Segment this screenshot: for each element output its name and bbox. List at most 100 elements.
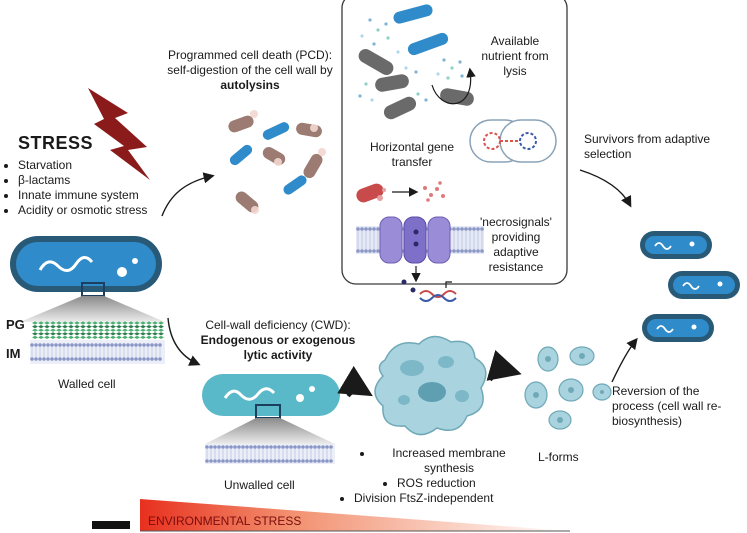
pg-unit xyxy=(128,335,134,339)
pg-unit xyxy=(116,335,122,339)
necrosignal-label: 'necrosignals' providing adaptive resist… xyxy=(480,215,552,274)
lipid-head xyxy=(364,227,368,231)
lipid-head xyxy=(464,249,468,253)
lipid-head xyxy=(229,445,233,449)
cwd-title: Cell-wall deficiency (CWD): Endogenous o… xyxy=(178,318,378,363)
lipid-head xyxy=(241,445,245,449)
arrow-to-blob xyxy=(337,365,373,398)
lipid-head xyxy=(50,343,54,347)
lipid-head xyxy=(356,227,360,231)
pg-unit xyxy=(50,335,56,339)
lforms-label: L-forms xyxy=(538,450,579,464)
pg-unit xyxy=(122,328,128,332)
lipid-head xyxy=(134,343,138,347)
pg-unit xyxy=(80,321,86,325)
pg-unit xyxy=(140,332,146,336)
pg-unit xyxy=(50,321,56,325)
pg-unit xyxy=(158,328,164,332)
lipid-head xyxy=(261,445,265,449)
pg-unit xyxy=(50,325,56,329)
pg-unit xyxy=(92,332,98,336)
pg-unit xyxy=(98,332,104,336)
pg-unit xyxy=(56,325,62,329)
pg-unit xyxy=(80,325,86,329)
pg-unit xyxy=(134,335,140,339)
pg-unit xyxy=(146,335,152,339)
lipid-head xyxy=(205,445,209,449)
lysing-bacteria xyxy=(358,4,474,120)
lipid-head xyxy=(237,445,241,449)
pg-unit xyxy=(152,335,158,339)
pg-unit xyxy=(146,325,152,329)
nutrient-dot xyxy=(450,66,454,70)
nutrient-dot xyxy=(404,66,408,70)
pg-unit xyxy=(38,325,44,329)
pg-unit xyxy=(128,332,134,336)
pg-layers xyxy=(32,321,164,339)
hgt-label: Horizontal gene transfer xyxy=(369,140,455,169)
lipid-head xyxy=(114,343,118,347)
effect-item: ROS reduction xyxy=(397,476,476,491)
lipid-head xyxy=(154,357,158,361)
lipid-head xyxy=(217,459,221,463)
lipid-head xyxy=(30,357,34,361)
pg-unit xyxy=(128,328,134,332)
pg-unit xyxy=(50,328,56,332)
nutrient-dot xyxy=(358,94,362,98)
stress-list: Starvation β-lactams Innate immune syste… xyxy=(6,158,188,218)
pg-unit xyxy=(104,332,110,336)
lipid-head xyxy=(102,357,106,361)
lipid-head xyxy=(460,227,464,231)
lipid-head xyxy=(118,357,122,361)
lipid-head xyxy=(269,459,273,463)
lipid-head xyxy=(253,459,257,463)
lipid-head xyxy=(309,445,313,449)
pg-unit xyxy=(68,335,74,339)
lipid-head xyxy=(325,459,329,463)
lipid-head xyxy=(273,459,277,463)
lipid-head xyxy=(142,357,146,361)
stress-item: Acidity or osmotic stress xyxy=(18,203,168,218)
lipid-head xyxy=(122,357,126,361)
lipid-head xyxy=(368,227,372,231)
pg-unit xyxy=(158,332,164,336)
lipid-head xyxy=(66,357,70,361)
pg-unit xyxy=(98,335,104,339)
lipid-head xyxy=(468,249,472,253)
necrosignal-cell xyxy=(356,181,445,203)
lipid-head xyxy=(90,357,94,361)
nutrient-dot xyxy=(442,58,446,62)
pg-unit xyxy=(92,328,98,332)
pg-unit xyxy=(122,332,128,336)
lipid-head xyxy=(130,343,134,347)
lipid-head xyxy=(158,357,162,361)
lipid-head xyxy=(106,357,110,361)
stress-title: STRESS xyxy=(18,133,94,153)
lipid-head xyxy=(158,343,162,347)
nutrient-dot xyxy=(376,28,380,32)
zoom-fan-walled xyxy=(20,296,165,322)
pg-unit xyxy=(62,335,68,339)
lipid-head xyxy=(376,227,380,231)
im-label: IM xyxy=(6,346,21,361)
pg-unit xyxy=(152,321,158,325)
lipid-head xyxy=(289,459,293,463)
lipid-head xyxy=(38,357,42,361)
lipid-head xyxy=(257,445,261,449)
lipid-head xyxy=(225,459,229,463)
lipid-head xyxy=(364,249,368,253)
lipid-head xyxy=(38,343,42,347)
lipid-head xyxy=(468,227,472,231)
lipid-head xyxy=(70,357,74,361)
pg-unit xyxy=(104,325,110,329)
nutrient-dot xyxy=(370,98,374,102)
lipid-head xyxy=(313,445,317,449)
effects-list: ROS reduction xyxy=(385,476,476,491)
cwd-line-bold: Endogenous or exogenous xyxy=(200,333,356,347)
pg-unit xyxy=(110,332,116,336)
lforms-small xyxy=(524,346,612,430)
pg-unit xyxy=(116,332,122,336)
pg-unit xyxy=(38,321,44,325)
lipid-head xyxy=(122,343,126,347)
env-stress-wedge xyxy=(140,499,570,531)
